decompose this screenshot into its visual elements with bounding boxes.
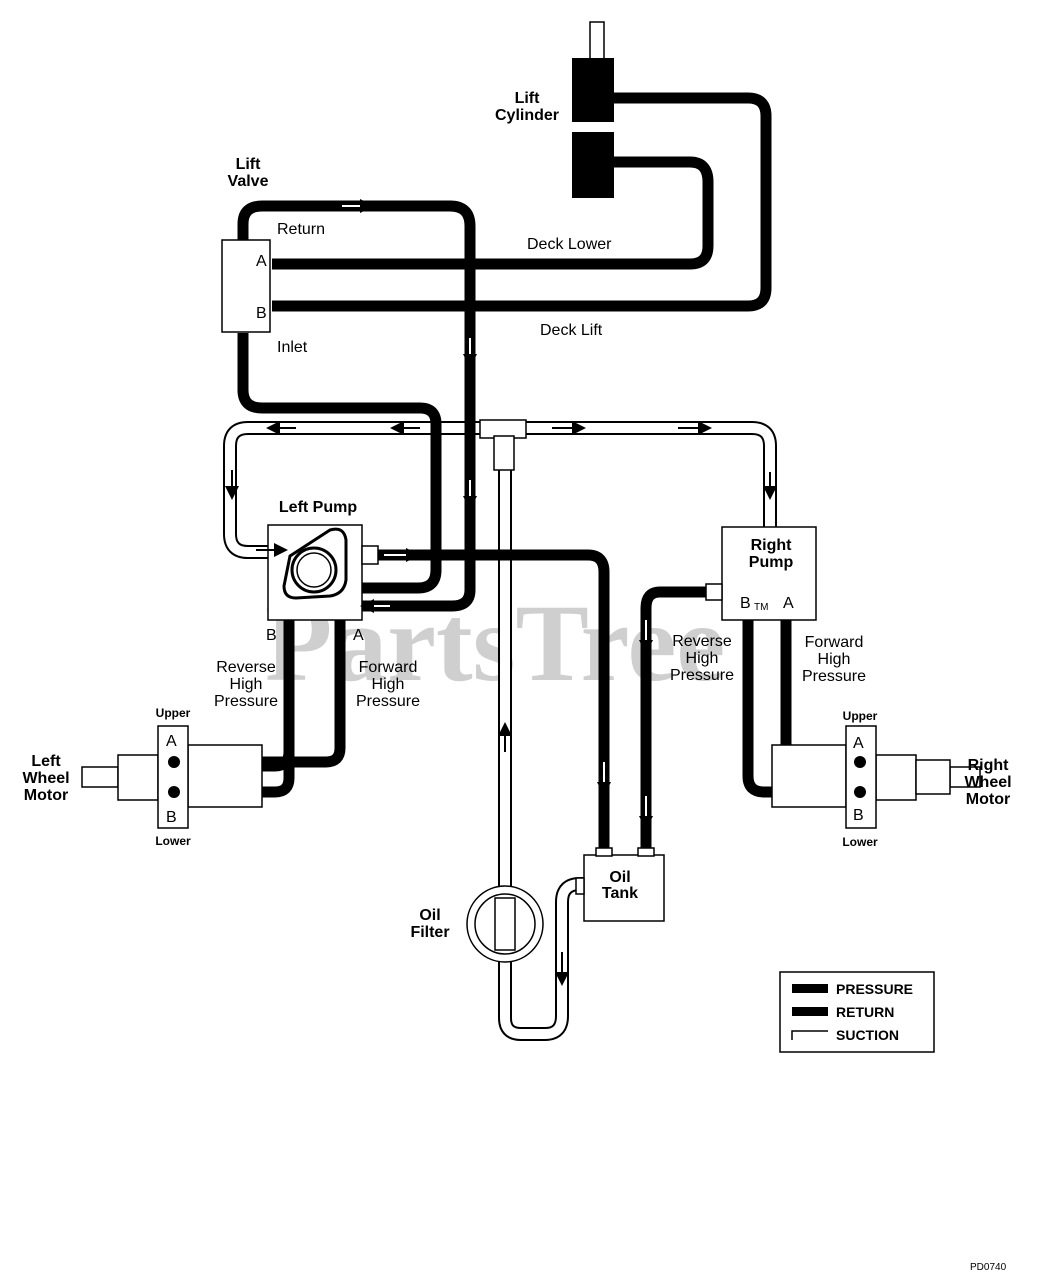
- left-wheel-motor-label-3: Motor: [24, 787, 68, 804]
- left-pump: [267, 524, 379, 621]
- deck-lower-label: Deck Lower: [527, 236, 612, 253]
- left-wheel-motor-label-1: Left: [31, 753, 61, 770]
- left-pump-port-b: B: [266, 627, 277, 644]
- right-wheel-motor-label-3: Motor: [966, 791, 1010, 808]
- left-motor-lower-label: Lower: [155, 834, 191, 848]
- right-forward-label-1: Forward: [805, 634, 864, 651]
- lift-valve-label-1: Lift: [236, 156, 262, 173]
- return-label: Return: [277, 221, 325, 238]
- right-wheel-motor-label-1: Right: [968, 757, 1010, 774]
- left-forward-label-1: Forward: [359, 659, 418, 676]
- left-reverse-label-2: High: [230, 676, 263, 693]
- right-forward-label-2: High: [818, 651, 851, 668]
- valve-port-a: A: [256, 253, 267, 270]
- left-pump-label: Left Pump: [279, 499, 357, 516]
- lift-valve: [221, 239, 271, 333]
- left-forward-label-2: High: [372, 676, 405, 693]
- lift-cylinder-label-2: Cylinder: [495, 107, 559, 124]
- figure-code: PD0740: [970, 1262, 1007, 1273]
- legend-suction-swatch: [791, 1030, 828, 1040]
- legend-return-swatch: [792, 1007, 828, 1016]
- right-motor-port-a: A: [853, 735, 864, 752]
- inlet-label: Inlet: [277, 339, 308, 356]
- legend: PRESSURE RETURN SUCTION: [779, 971, 935, 1053]
- left-motor-port-b: B: [166, 809, 177, 826]
- left-reverse-label-1: Reverse: [216, 659, 276, 676]
- oil-tank-label-1: Oil: [609, 869, 630, 886]
- left-pump-port-a: A: [353, 627, 364, 644]
- pressure-lines: [175, 92, 858, 852]
- lift-cylinder: [572, 21, 614, 198]
- right-reverse-label-3: Pressure: [670, 667, 734, 684]
- right-forward-label-3: Pressure: [802, 668, 866, 685]
- valve-port-b: B: [256, 305, 267, 322]
- right-pump-label-2: Pump: [749, 554, 794, 571]
- trademark-mark: TM: [754, 602, 768, 613]
- legend-pressure-label: PRESSURE: [836, 981, 913, 997]
- deck-lift-label: Deck Lift: [540, 322, 603, 339]
- left-wheel-motor: [81, 725, 263, 829]
- lift-cylinder-label-1: Lift: [515, 90, 541, 107]
- right-pump-label-1: Right: [751, 537, 793, 554]
- tee-stem: [493, 435, 515, 471]
- left-motor-upper-label: Upper: [156, 706, 191, 720]
- flow-arrows: [225, 199, 777, 986]
- legend-suction-label: SUCTION: [836, 1027, 899, 1043]
- lift-valve-label-2: Valve: [228, 173, 269, 190]
- oil-filter: [466, 885, 544, 963]
- right-motor-upper-label: Upper: [843, 709, 878, 723]
- left-reverse-label-3: Pressure: [214, 693, 278, 710]
- oil-tank-label-2: Tank: [602, 885, 638, 902]
- right-reverse-label-1: Reverse: [672, 633, 732, 650]
- suction-lines: [223, 421, 777, 1041]
- right-wheel-motor: [771, 725, 981, 829]
- left-forward-label-3: Pressure: [356, 693, 420, 710]
- left-motor-lines: [175, 620, 295, 798]
- left-wheel-motor-label-2: Wheel: [22, 770, 69, 787]
- right-pump-port-a: A: [783, 595, 794, 612]
- right-reverse-label-2: High: [686, 650, 719, 667]
- right-wheel-motor-label-2: Wheel: [964, 774, 1011, 791]
- oil-tank: [575, 847, 665, 922]
- right-motor-lower-label: Lower: [842, 835, 878, 849]
- right-motor-port-b: B: [853, 807, 864, 824]
- right-pump-port-b: B: [740, 595, 751, 612]
- oil-filter-label-2: Filter: [410, 924, 449, 941]
- right-pump: [705, 526, 817, 621]
- legend-return-label: RETURN: [836, 1004, 894, 1020]
- oil-filter-label-1: Oil: [419, 907, 440, 924]
- legend-pressure-swatch: [792, 984, 828, 993]
- left-motor-port-a: A: [166, 733, 177, 750]
